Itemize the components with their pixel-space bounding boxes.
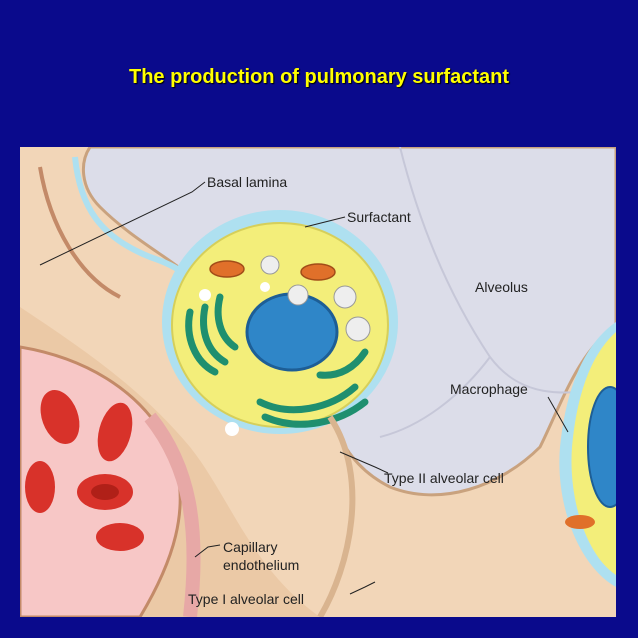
alveolus-fold <box>399 147 616 394</box>
mitochondrion <box>209 260 245 278</box>
red-blood-cell <box>96 523 144 551</box>
basal-lamina-line <box>38 166 121 299</box>
endothelium-band <box>144 412 201 617</box>
alveolus-fold <box>379 356 491 438</box>
vesicles <box>199 282 270 436</box>
label-capillary-line2: endothelium <box>223 557 299 573</box>
diagram-figure: Basal lamina Surfactant Alveolus Macroph… <box>20 147 616 617</box>
golgi-apparatus <box>185 293 369 428</box>
leader-lines <box>39 181 569 595</box>
label-alveolus: Alveolus <box>475 279 528 295</box>
label-macrophage: Macrophage <box>450 381 528 397</box>
mitochondrion <box>565 515 595 529</box>
label-basal-lamina: Basal lamina <box>207 174 287 190</box>
rbc-center <box>91 484 119 500</box>
label-type1-cell: Type I alveolar cell <box>188 591 304 607</box>
red-blood-cell <box>40 389 80 445</box>
type1-cell-layer <box>317 415 356 617</box>
red-blood-cell <box>97 402 133 462</box>
label-surfactant: Surfactant <box>347 209 411 225</box>
lamellar-bodies <box>260 255 371 342</box>
slide-title: The production of pulmonary surfactant <box>128 66 509 88</box>
label-capillary-line1: Capillary <box>223 539 277 555</box>
mitochondrion <box>300 263 336 281</box>
label-type2-cell: Type II alveolar cell <box>384 470 504 486</box>
nucleus <box>245 292 339 372</box>
red-blood-cell <box>25 461 55 513</box>
red-blood-cells <box>25 389 144 551</box>
surfactant-diagram: Basal lamina Surfactant Alveolus Macroph… <box>20 147 616 617</box>
macrophage-nucleus <box>587 386 616 508</box>
